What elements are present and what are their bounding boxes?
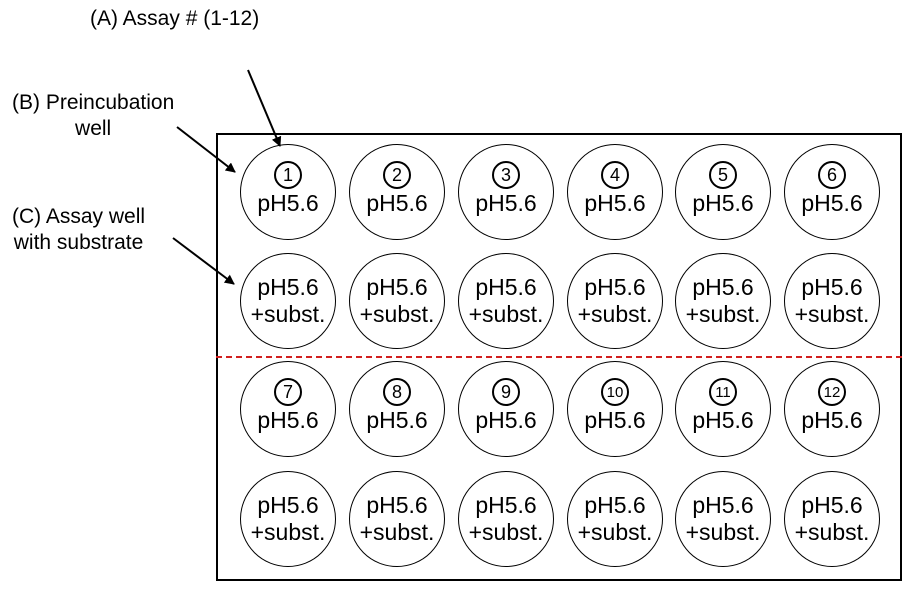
- assay-well: pH5.6+subst.: [240, 253, 336, 349]
- well-ph-label: pH5.6: [366, 407, 428, 433]
- well-ph-label: pH5.6: [475, 274, 537, 300]
- well-substrate-label: +subst.: [685, 519, 761, 545]
- preincubation-label-line: (B) Preincubation: [12, 91, 175, 114]
- well-ph-label: pH5.6: [366, 492, 428, 518]
- assay-number-badge: 11: [709, 378, 737, 406]
- assay-well-label-line: with substrate: [13, 231, 144, 254]
- well-ph-label: pH5.6: [257, 492, 319, 518]
- well-substrate-label: +subst.: [577, 519, 653, 545]
- well-ph-label: pH5.6: [475, 407, 537, 433]
- assay-well: pH5.6+subst.: [675, 253, 771, 349]
- well-ph-label: pH5.6: [584, 492, 646, 518]
- assay-number-badge: 2: [383, 161, 411, 189]
- assay-number-badge: 9: [492, 378, 520, 406]
- well-substrate-label: +subst.: [359, 301, 435, 327]
- assay-number-badge: 5: [709, 161, 737, 189]
- well-substrate-label: +subst.: [359, 519, 435, 545]
- well-substrate-label: +subst.: [794, 519, 870, 545]
- preincubation-well-label: (B) Preincubation well: [12, 90, 174, 142]
- well-ph-label: pH5.6: [257, 274, 319, 300]
- well-ph-label: pH5.6: [584, 190, 646, 216]
- well-ph-label: pH5.6: [692, 407, 754, 433]
- well-ph-label: pH5.6: [257, 190, 319, 216]
- assay-number-badge: 3: [492, 161, 520, 189]
- assay-well: pH5.6+subst.: [240, 471, 336, 567]
- well-ph-label: pH5.6: [257, 407, 319, 433]
- well-ph-label: pH5.6: [366, 190, 428, 216]
- well-ph-label: pH5.6: [801, 492, 863, 518]
- assay-well: pH5.6+subst.: [567, 253, 663, 349]
- assay-well-label: (C) Assay well with substrate: [12, 204, 145, 256]
- arrow-assay-well: [172, 237, 235, 285]
- well-ph-label: pH5.6: [801, 190, 863, 216]
- assay-well: pH5.6+subst.: [458, 253, 554, 349]
- well-substrate-label: +subst.: [468, 519, 544, 545]
- well-ph-label: pH5.6: [366, 274, 428, 300]
- well-ph-label: pH5.6: [801, 274, 863, 300]
- assay-well: pH5.6+subst.: [675, 471, 771, 567]
- arrow-preincubation-well: [176, 126, 236, 173]
- well-substrate-label: +subst.: [250, 301, 326, 327]
- arrow-assay-number: [247, 69, 282, 147]
- assay-number-badge: 8: [383, 378, 411, 406]
- well-ph-label: pH5.6: [475, 492, 537, 518]
- assay-well: pH5.6+subst.: [458, 471, 554, 567]
- well-ph-label: pH5.6: [692, 492, 754, 518]
- well-substrate-label: +subst.: [794, 301, 870, 327]
- assay-number-badge: 10: [601, 378, 629, 406]
- well-substrate-label: +subst.: [577, 301, 653, 327]
- well-substrate-label: +subst.: [250, 519, 326, 545]
- assay-number-badge: 12: [818, 378, 846, 406]
- well-ph-label: pH5.6: [584, 407, 646, 433]
- plate-divider-line: [216, 356, 902, 358]
- preincubation-label-line: well: [75, 117, 112, 140]
- well-ph-label: pH5.6: [801, 407, 863, 433]
- well-substrate-label: +subst.: [685, 301, 761, 327]
- assay-number-badge: 1: [274, 161, 302, 189]
- assay-number-badge: 6: [818, 161, 846, 189]
- well-ph-label: pH5.6: [692, 274, 754, 300]
- assay-well: pH5.6+subst.: [784, 471, 880, 567]
- well-substrate-label: +subst.: [468, 301, 544, 327]
- assay-well: pH5.6+subst.: [349, 253, 445, 349]
- well-ph-label: pH5.6: [692, 190, 754, 216]
- assay-number-badge: 4: [601, 161, 629, 189]
- assay-well-label-line: (C) Assay well: [12, 205, 146, 228]
- assay-well: pH5.6+subst.: [567, 471, 663, 567]
- assay-well: pH5.6+subst.: [784, 253, 880, 349]
- assay-number-label: (A) Assay # (1-12): [90, 7, 260, 30]
- assay-number-badge: 7: [274, 378, 302, 406]
- well-ph-label: pH5.6: [584, 274, 646, 300]
- assay-well: pH5.6+subst.: [349, 471, 445, 567]
- well-ph-label: pH5.6: [475, 190, 537, 216]
